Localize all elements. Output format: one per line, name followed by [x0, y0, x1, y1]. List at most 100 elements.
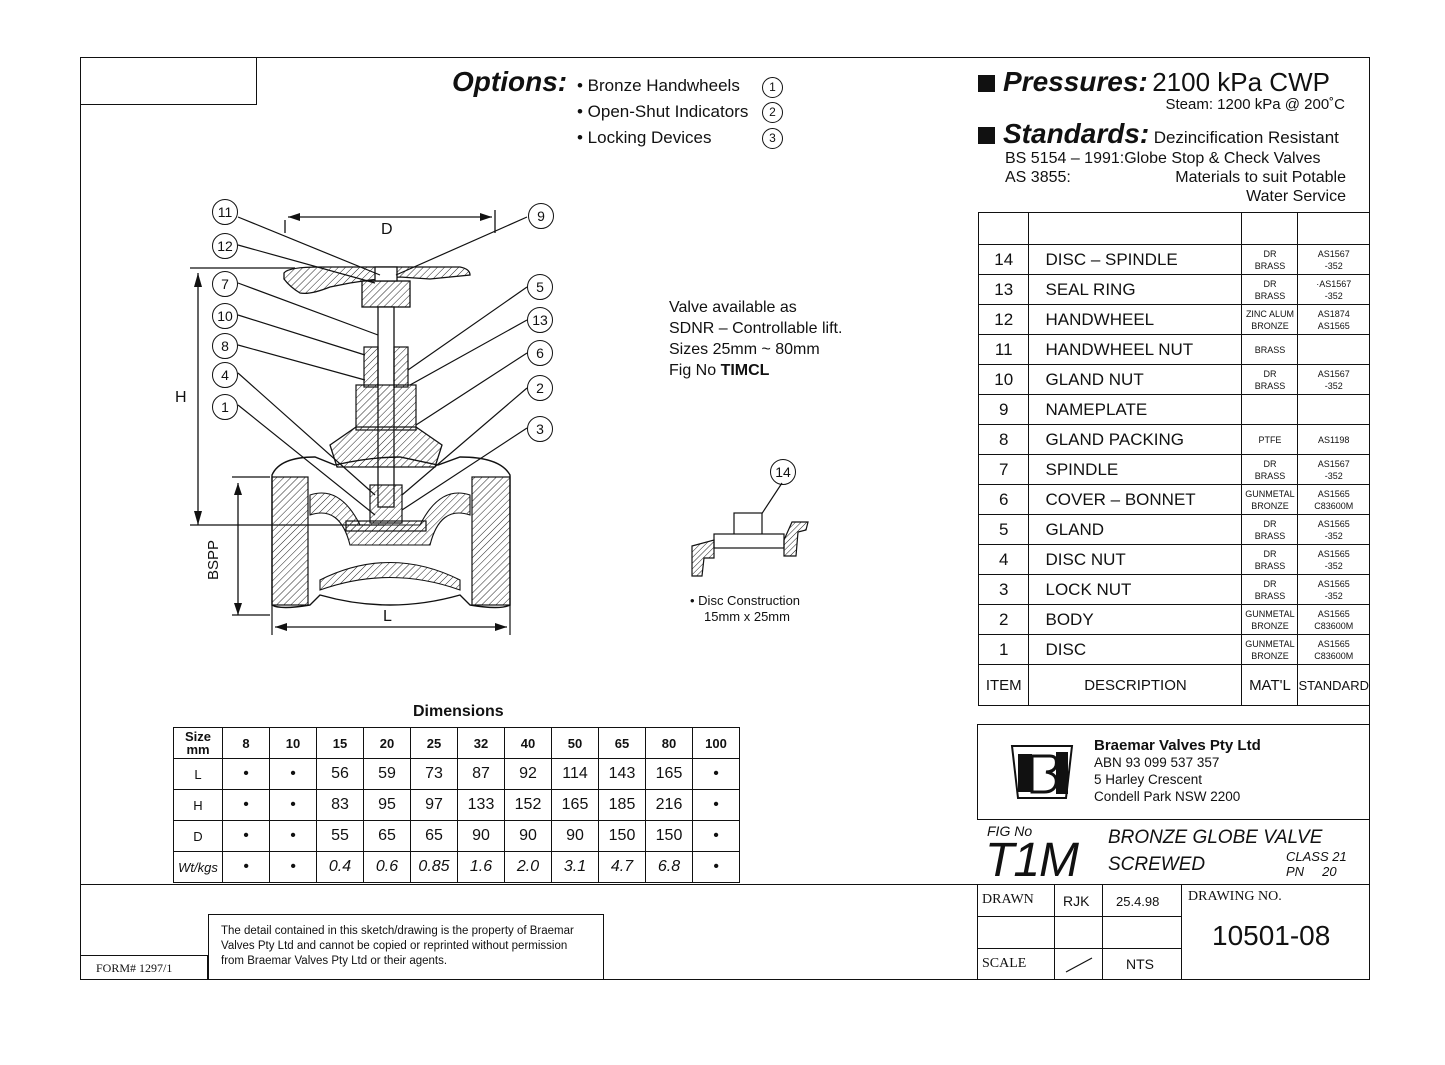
standards-line3b: Materials to suit Potable [1175, 169, 1346, 186]
dimension-value: • [269, 758, 317, 790]
part-material-line: BRASS [1254, 590, 1286, 601]
part-standard-line: AS1567 [1317, 368, 1350, 379]
valve-cross-section-drawing [190, 210, 528, 635]
figure-desc-2: SCREWED [1108, 854, 1206, 875]
bullet-square-icon [978, 127, 995, 144]
part-standard-line: AS1565 [1317, 608, 1350, 619]
drawn-date: 25.4.98 [1116, 894, 1160, 909]
scale-value: NTS [1126, 956, 1154, 972]
dimension-value: 65 [410, 820, 458, 852]
part-material-line: DR [1263, 578, 1277, 589]
pressures-heading: Pressures: 2100 kPa CWP [978, 66, 1330, 98]
part-description: GLAND [1028, 514, 1243, 545]
dimension-value: 1.6 [457, 851, 505, 883]
dimension-row-label: D [173, 820, 223, 852]
form-number: FORM# 1297/1 [80, 955, 208, 980]
part-standard-line: AS1565 [1317, 548, 1350, 559]
part-standard-line: AS1565 [1317, 638, 1350, 649]
part-item-number: 8 [977, 424, 1030, 455]
part-standard-line: AS1874 [1317, 308, 1350, 319]
size-label-line: mm [186, 742, 210, 757]
dimension-value: 59 [363, 758, 411, 790]
dim-label-bspp: BSPP [205, 539, 222, 580]
part-description: SPINDLE [1028, 454, 1243, 485]
size-header: 65 [598, 727, 646, 759]
part-item-number: 2 [977, 604, 1030, 635]
part-standard-line: -352 [1324, 290, 1343, 301]
availability-line1: Valve available as [669, 299, 797, 316]
bullet-square-icon [978, 75, 995, 92]
dimension-value: 92 [504, 758, 552, 790]
part-standard-line: AS1567 [1317, 458, 1350, 469]
dimension-row-label: Wt/kgs [173, 851, 223, 883]
callout-12: 12 [212, 233, 238, 259]
part-standard: AS1567-352 [1297, 364, 1370, 395]
callout-10: 10 [212, 303, 238, 329]
drawn-label: DRAWN [982, 892, 1034, 907]
option-number-2: 2 [762, 102, 783, 123]
size-header: 80 [645, 727, 693, 759]
dimension-value: 152 [504, 789, 552, 821]
dimension-value: 95 [363, 789, 411, 821]
callout-11: 11 [212, 199, 238, 225]
dimension-row-label: H [173, 789, 223, 821]
part-item-number: 10 [977, 364, 1030, 395]
dimension-value: 143 [598, 758, 646, 790]
standards-line1: Dezincification Resistant [1153, 128, 1339, 147]
standards-line2: BS 5154 – 1991:Globe Stop & Check Valves [1005, 150, 1321, 167]
callout-1: 1 [212, 394, 238, 420]
braemar-logo [1010, 745, 1074, 799]
part-standard-line: AS1198 [1318, 434, 1350, 445]
part-item-number: 11 [977, 334, 1030, 365]
parts-header-row: ITEM DESCRIPTION MAT'L STANDARD [977, 664, 1370, 706]
dimension-value: • [222, 758, 270, 790]
size-header: 25 [410, 727, 458, 759]
dimension-value: 2.0 [504, 851, 552, 883]
dimension-value: 150 [598, 820, 646, 852]
dimension-value: 0.6 [363, 851, 411, 883]
figure-pn: PN 20 [1286, 864, 1337, 879]
part-material-line: DR [1263, 548, 1277, 559]
fig-timcl: TIMCL [720, 362, 770, 379]
dim-label-d: D [381, 221, 393, 238]
part-material-line: BRASS [1254, 290, 1286, 301]
company-block [977, 724, 1370, 820]
callout-8: 8 [212, 333, 238, 359]
dimension-value: • [692, 758, 740, 790]
availability-line2: SDNR – Controllable lift. [669, 320, 843, 337]
parts-header-mat: MAT'L [1241, 664, 1299, 706]
part-standard-line: C83600M [1314, 650, 1354, 661]
dimension-value: 6.8 [645, 851, 693, 883]
part-material-line: DR [1263, 518, 1277, 529]
part-material-line: GUNMETAL [1245, 488, 1295, 499]
option-bronze-handwheels: • Bronze Handwheels [577, 76, 740, 95]
dimension-value: • [692, 851, 740, 883]
company-address-1: 5 Harley Crescent [1094, 772, 1203, 787]
callout-13: 13 [527, 307, 553, 333]
dimension-value: 90 [551, 820, 599, 852]
dimension-value: 216 [645, 789, 693, 821]
options-title: Options: [452, 66, 568, 97]
scale-label: SCALE [982, 956, 1027, 971]
size-label-line: Size [184, 729, 211, 744]
dimension-value: 185 [598, 789, 646, 821]
size-header: 100 [692, 727, 740, 759]
dimension-value: • [692, 820, 740, 852]
callout-3: 3 [527, 416, 553, 442]
part-item-number: 5 [977, 514, 1030, 545]
dimension-value: • [692, 789, 740, 821]
dimension-value: 65 [363, 820, 411, 852]
dimension-value: 165 [645, 758, 693, 790]
fig-no-label: FIG No [987, 823, 1033, 839]
